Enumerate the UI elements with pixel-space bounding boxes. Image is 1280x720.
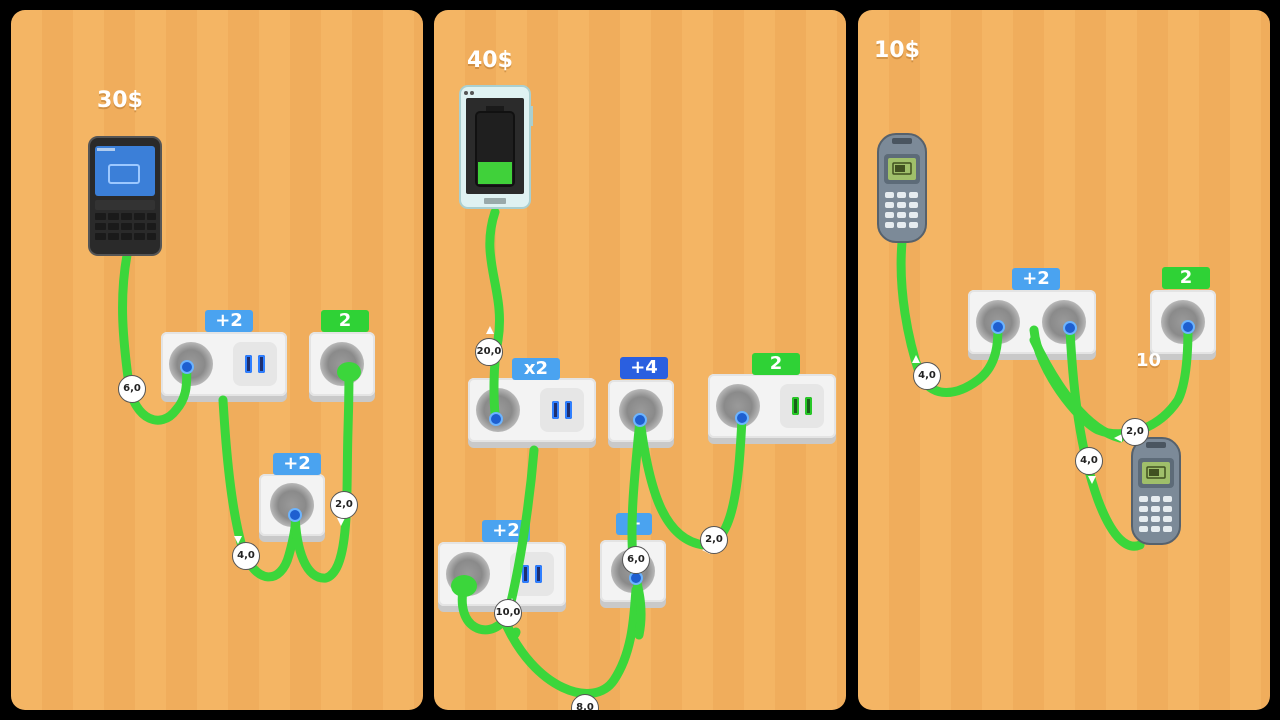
socket-capacity-tag: 2 <box>321 310 369 332</box>
cable-length-badge: 2,0 <box>1121 418 1149 446</box>
nokia-phone-icon <box>877 133 927 243</box>
cable-layer <box>451 85 749 698</box>
price-label: 40$ <box>467 48 513 73</box>
usb-port[interactable] <box>540 388 584 432</box>
cable-length-badge: 2,0 <box>700 526 728 554</box>
cable-layer <box>877 133 1195 551</box>
plug <box>337 362 361 382</box>
socket-bonus-tag: +4 <box>620 357 668 379</box>
price-label: 30$ <box>97 88 143 113</box>
arrow-indicator <box>234 536 242 544</box>
cable <box>1065 325 1145 551</box>
cable <box>290 365 354 583</box>
cable-length-badge: 2,0 <box>330 491 358 519</box>
socket-bonus-tag: +2 <box>273 453 321 475</box>
socket-hole[interactable] <box>1042 300 1086 344</box>
arrow-indicator <box>1088 476 1096 484</box>
cable-layer <box>88 136 361 583</box>
level-panel-1: 30$ +2 2 +2 <box>11 10 423 710</box>
cable <box>635 413 747 550</box>
usb-port[interactable] <box>780 384 824 428</box>
level-panel-2: 40$ x2 +4 2 +2 + <box>434 10 846 710</box>
cable-length-badge: 20,0 <box>475 338 503 366</box>
price-label: 10$ <box>874 38 920 63</box>
socket-hole[interactable] <box>1161 300 1205 344</box>
socket-bonus-tag: +2 <box>205 310 253 332</box>
plug <box>451 575 477 597</box>
socket-multiplier-tag: x2 <box>512 358 560 380</box>
usb-port[interactable] <box>233 342 277 386</box>
power-strip-double[interactable] <box>468 378 596 442</box>
arrow-indicator <box>912 355 920 363</box>
level-panel-3: 10$ +2 2 10 <box>858 10 1270 710</box>
cable <box>1029 335 1125 443</box>
plug-connector <box>991 320 1005 334</box>
arrow-indicator <box>486 326 494 334</box>
plug-connector <box>1181 320 1195 334</box>
arrow-indicator <box>337 518 345 526</box>
cable-length-badge: 4,0 <box>232 542 260 570</box>
arrow-indicator <box>1114 434 1122 442</box>
reward-popup-text: 10 <box>1136 350 1162 371</box>
socket-bonus-tag: +2 <box>482 520 530 542</box>
power-strip-double[interactable] <box>708 374 836 438</box>
plug-connector <box>288 508 302 522</box>
cable-length-badge: 6,0 <box>118 375 146 403</box>
cable-length-badge: 4,0 <box>913 362 941 390</box>
cable <box>896 237 1003 397</box>
socket-capacity-tag: 2 <box>1162 267 1210 289</box>
socket-bonus-tag: +2 <box>1012 268 1060 290</box>
socket-capacity-tag: 2 <box>752 353 800 375</box>
cable-length-badge: 10,0 <box>494 599 522 627</box>
cable <box>499 585 641 698</box>
cable-length-badge: 4,0 <box>1075 447 1103 475</box>
plug-connector <box>633 413 647 427</box>
cable <box>118 250 192 425</box>
plug-connector <box>735 411 749 425</box>
power-socket-single[interactable] <box>1150 290 1216 354</box>
smartphone-battery-icon <box>459 85 533 209</box>
plug-connector <box>489 412 503 426</box>
plug-connector <box>1063 321 1077 335</box>
cable-length-badge: 6,0 <box>622 546 650 574</box>
plug-connector <box>180 360 194 374</box>
nokia-phone-icon <box>1131 437 1181 545</box>
blackberry-phone-icon <box>88 136 162 256</box>
cable <box>457 580 509 635</box>
cable <box>485 207 504 425</box>
